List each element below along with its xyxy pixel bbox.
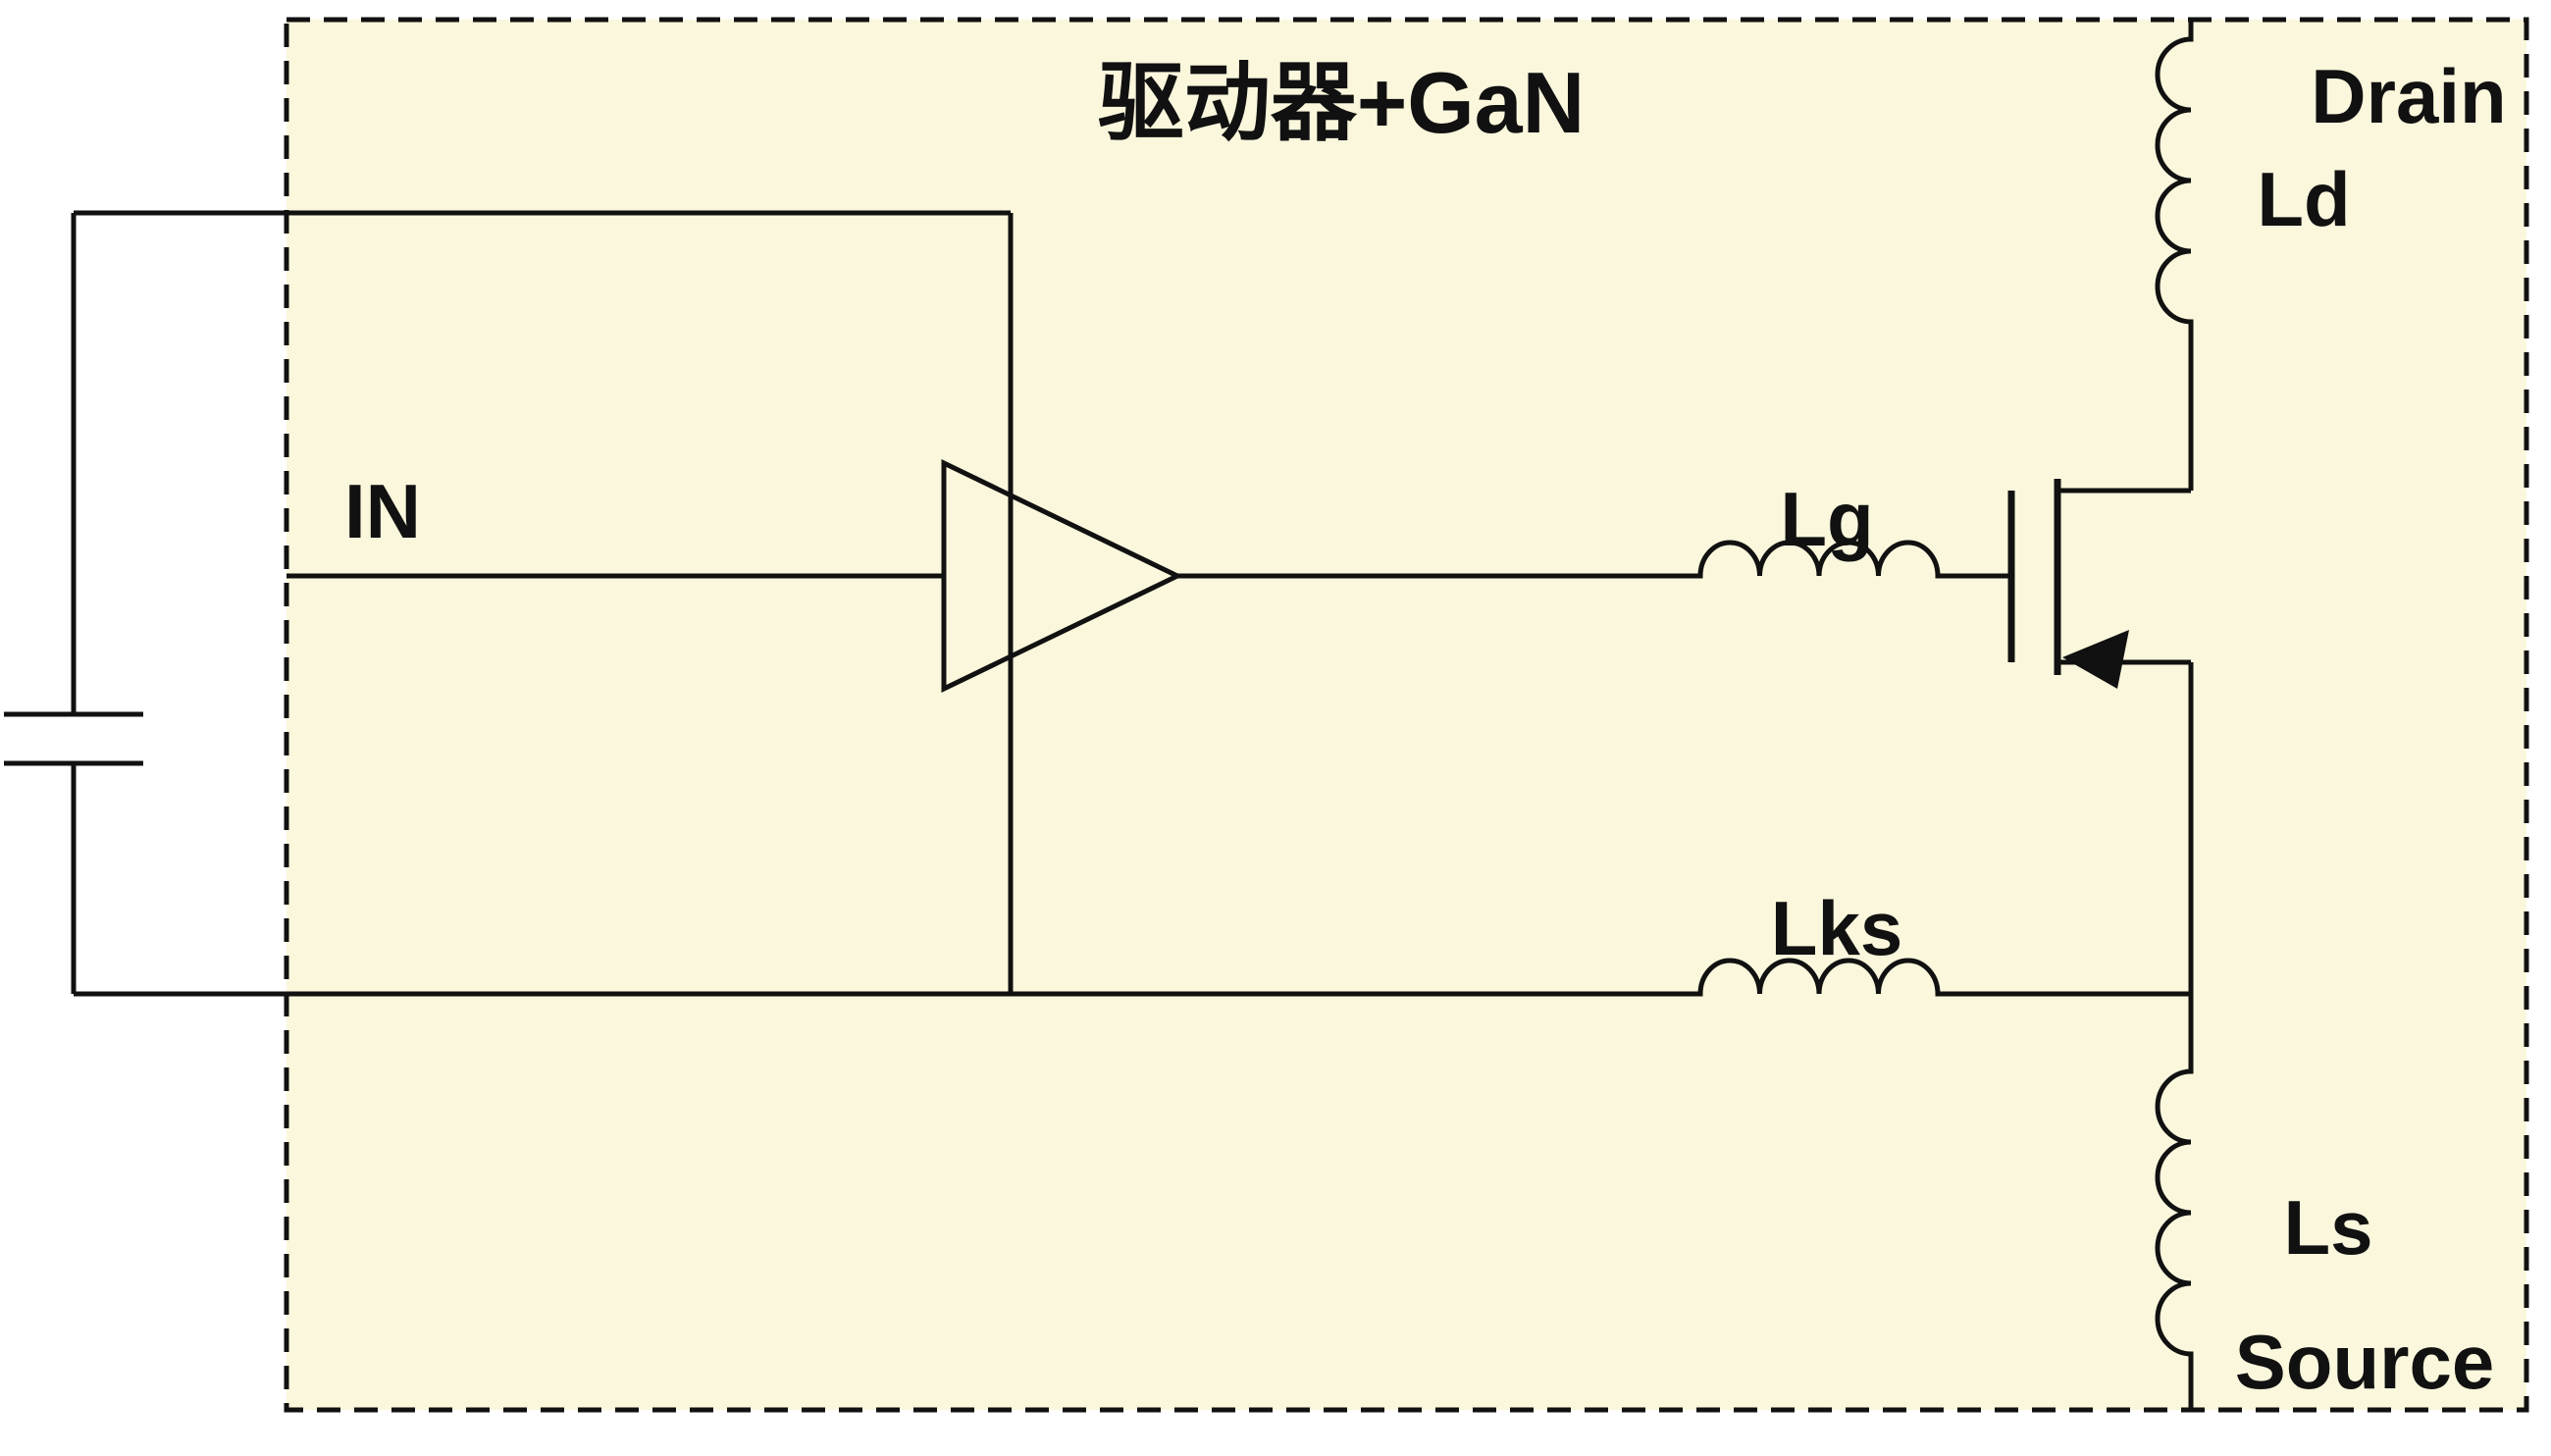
source-terminal-label: Source — [2235, 1319, 2494, 1405]
kelvin-source-rail-with-inductor-lks — [74, 958, 2191, 997]
inductor-ls-label: Ls — [2283, 1184, 2372, 1271]
input-label: IN — [344, 468, 421, 554]
source-branch-with-inductor-ls — [2155, 662, 2194, 1410]
diagram-title: 驱动器+GaN — [1098, 54, 1585, 151]
driver-buffer-triangle — [941, 459, 1183, 693]
inductor-ld-label: Ld — [2257, 156, 2350, 242]
gate-wire-with-inductor-lg — [1177, 540, 2011, 579]
drain-branch-with-inductor-ld — [2155, 20, 2194, 491]
transistor-source-arrow — [2062, 630, 2129, 689]
inductor-lg-label: Lg — [1780, 476, 1873, 562]
drain-terminal-label: Drain — [2311, 53, 2506, 139]
dashed-boundary-box — [284, 17, 2529, 1413]
inductor-lks-label: Lks — [1771, 885, 1902, 971]
